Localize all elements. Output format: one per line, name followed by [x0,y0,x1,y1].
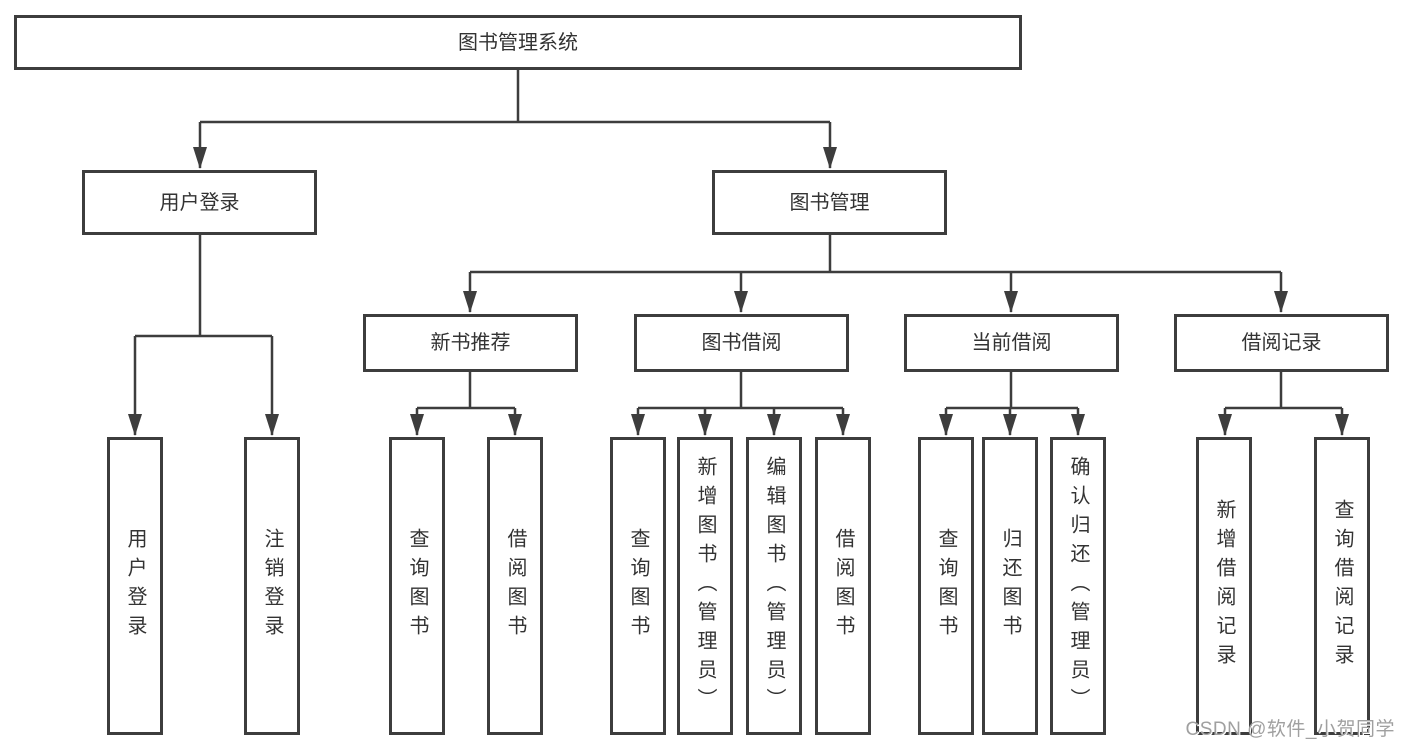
node-book-management: 图书管理 [712,170,947,235]
csdn-watermark: CSDN @软件_小贺同学 [1185,719,1395,740]
leaf-logout: 注销登录 [244,437,300,735]
leaf-return-books: 归还图书 [982,437,1038,735]
node-current-borrowing: 当前借阅 [904,314,1119,372]
leaf-add-borrow-record: 新增借阅记录 [1196,437,1252,735]
connector-borrowing-records-split [1225,372,1342,410]
leaf-query-books-recommend: 查询图书 [389,437,445,735]
connector-root-split [200,70,830,124]
leaf-edit-books-admin: 编辑图书（管理员） [746,437,802,735]
leaf-borrow-books-recommend: 借阅图书 [487,437,543,735]
leaf-confirm-return-admin: 确认归还（管理员） [1050,437,1106,735]
connector-user-login-split [135,235,272,338]
node-library-system: 图书管理系统 [14,15,1022,70]
node-borrowing-records: 借阅记录 [1174,314,1389,372]
leaf-borrow-books-borrowing: 借阅图书 [815,437,871,735]
connector-book-mgmt-split [470,235,1281,274]
leaf-add-books-admin: 新增图书（管理员） [677,437,733,735]
node-book-borrowing: 图书借阅 [634,314,849,372]
leaf-query-books-current: 查询图书 [918,437,974,735]
node-user-login: 用户登录 [82,170,317,235]
leaf-user-login: 用户登录 [107,437,163,735]
node-new-book-recommend: 新书推荐 [363,314,578,372]
connector-current-borrowing-split [946,372,1078,410]
connector-book-borrowing-split [638,372,843,410]
connector-new-book-split [417,372,515,410]
leaf-query-borrow-record: 查询借阅记录 [1314,437,1370,735]
leaf-query-books-borrowing: 查询图书 [610,437,666,735]
